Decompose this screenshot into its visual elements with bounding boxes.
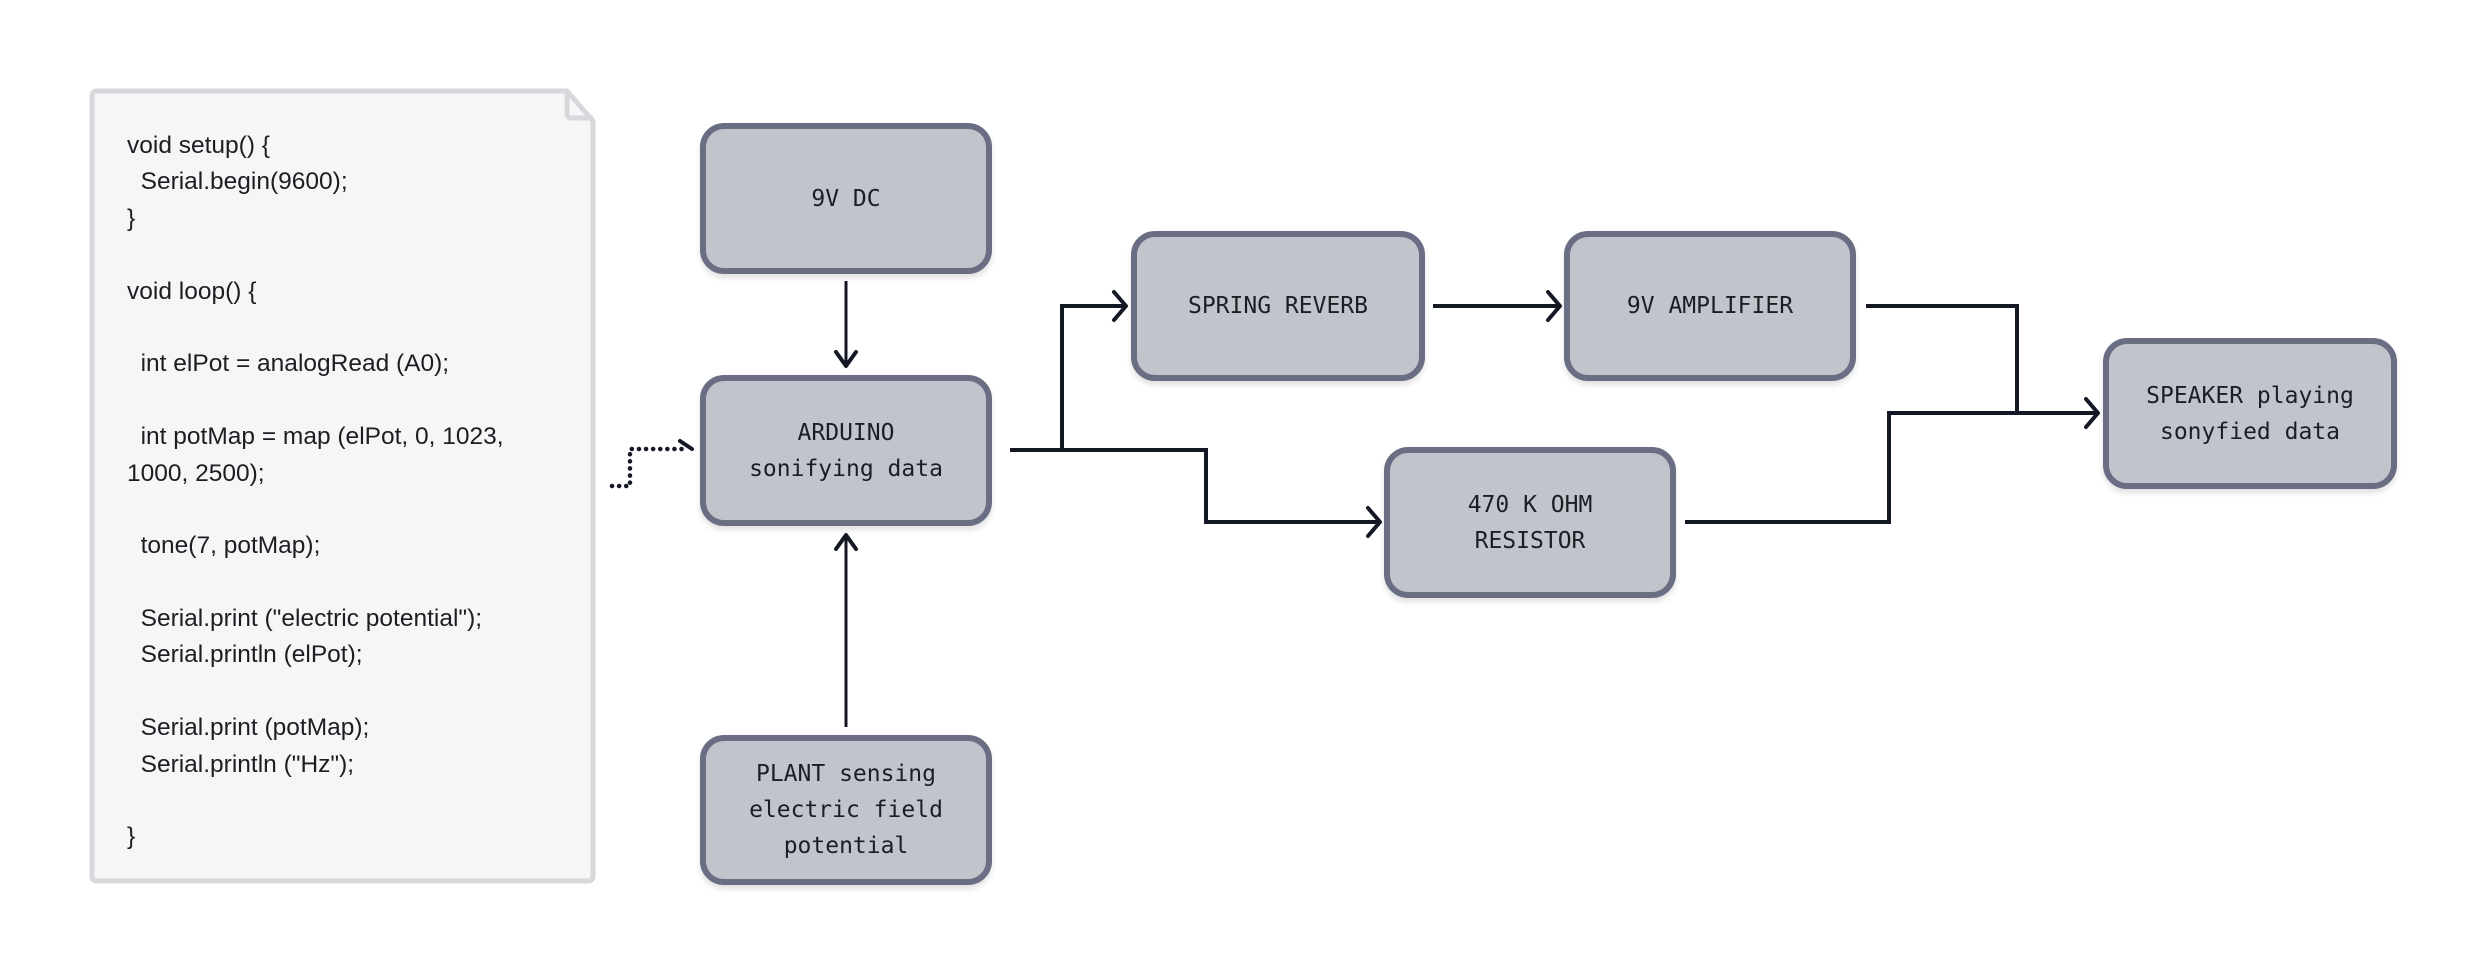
code-blank-line [127,492,576,528]
code-line: } [127,823,136,851]
code-document: void setup() { Serial.begin(9600);} void … [89,88,596,884]
code-blank-line [127,310,576,346]
document-shape [89,88,596,884]
page-fold-icon [564,91,593,121]
code-blank-line [127,674,576,710]
code-line: void setup() { [127,132,270,159]
edge-arduino-to-resistor [1062,448,1378,524]
code-blank-line [127,565,576,601]
node-label: PLANT sensing electric field potential [749,761,943,859]
arrowhead-arduino-to-resistor [1366,506,1382,538]
node-arduino: ARDUINO sonifying data [700,375,992,526]
code-blank-line [127,383,576,419]
code-listing: void setup() { Serial.begin(9600);} void … [127,128,576,856]
node-label: SPEAKER playing sonyfied data [2146,382,2354,445]
code-line: Serial.print (potMap); [127,714,370,742]
node-label: 9V DC [811,185,881,212]
node-label: ARDUINO sonifying data [749,419,943,482]
code-line: Serial.println (elPot); [127,641,363,669]
code-blank-line [127,783,576,819]
node-plant: PLANT sensing electric field potential [700,735,992,885]
edge-amplifier-to-speaker [1866,304,2096,415]
node-speaker: SPEAKER playing sonyfied data [2103,338,2397,489]
arrowhead-arduino-to-reverb [1112,290,1128,322]
arrowhead-plant-to-arduino [834,533,858,551]
edge-code-to-arduino [609,446,691,489]
code-line: void loop() { [127,277,257,305]
edge-arduino-to-reverb [1010,304,1124,452]
node-label: SPRING REVERB [1187,293,1368,319]
arrowhead-code-to-arduino [678,439,694,451]
arrowhead-reverb-to-amplifier [1546,290,1562,322]
node-label: 470 K OHM RESISTOR [1467,491,1593,554]
code-line: Serial.println ("Hz"); [127,750,355,778]
code-line: tone(7, potMap); [127,532,321,560]
code-line: Serial.print ("electric potential"); [127,605,483,633]
code-line: } [127,204,136,232]
node-9v-dc: 9V DC [700,123,992,274]
node-label: 9V AMPLIFIER [1626,293,1794,319]
code-line: int elPot = analogRead (A0); [127,350,450,378]
node-spring-reverb: SPRING REVERB [1131,231,1425,381]
arrowhead-dc-to-arduino [834,350,858,368]
code-line: 1000, 2500); [127,459,265,487]
code-blank-line [127,237,576,273]
node-resistor: 470 K OHM RESISTOR [1384,447,1676,598]
arrowhead-into-speaker [2084,397,2100,429]
node-9v-amplifier: 9V AMPLIFIER [1564,231,1856,381]
code-line: int potMap = map (elPot, 0, 1023, [127,423,504,451]
code-line: Serial.begin(9600); [127,168,348,196]
edge-resistor-to-speaker [1685,411,2017,524]
